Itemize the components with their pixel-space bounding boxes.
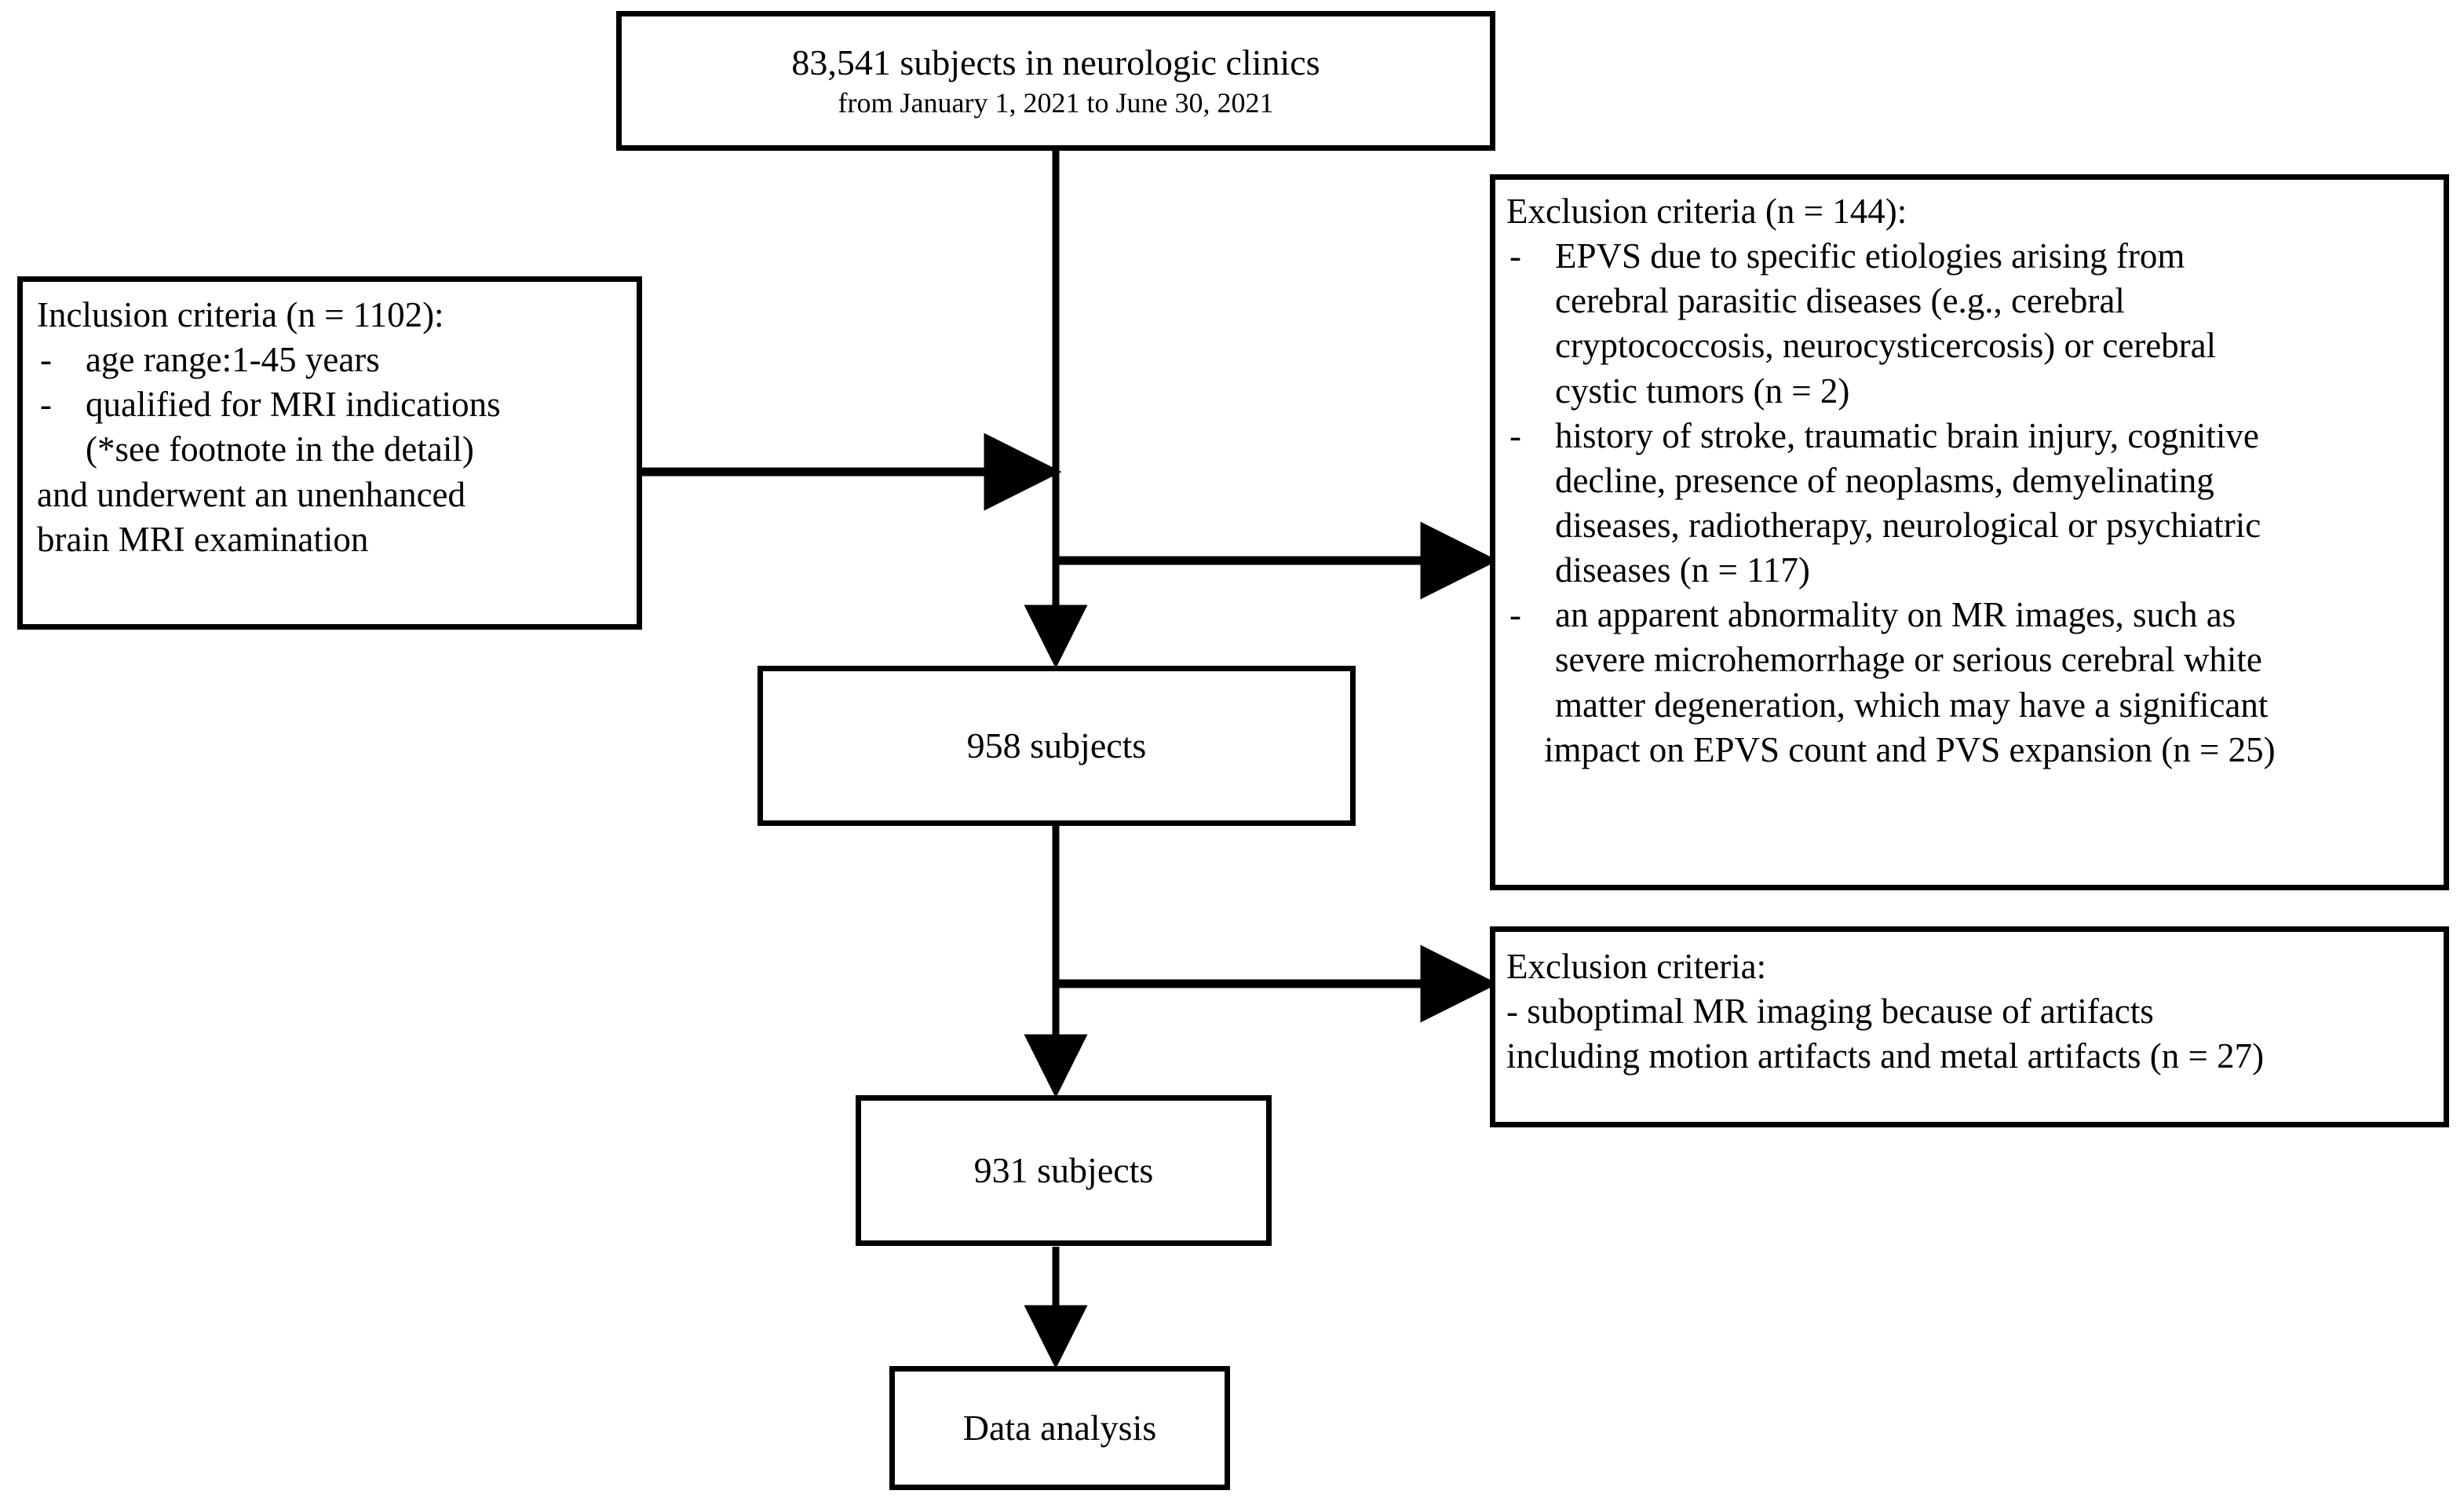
bullet-dash-icon: - [1509,415,1521,455]
cohort-958-label: 958 subjects [966,725,1147,766]
inclusion-criteria-heading: Inclusion criteria (n = 1102): [37,295,444,334]
exclusion-criteria-item-line: cryptococcosis, neurocysticercosis) or c… [1555,326,2217,366]
exclusion-criteria-1-list: - EPVS due to specific etiologies arisin… [1506,234,2437,773]
inclusion-criteria-item-line: and underwent an unenhanced [37,474,466,514]
exclusion-criteria-item-line: cystic tumors (n = 2) [1555,371,1850,411]
bullet-dash-icon: - [40,385,52,425]
exclusion-criteria-2-list: - suboptimal MR imaging because of artif… [1506,989,2437,1079]
bullet-dash-icon: - [1509,595,1521,635]
inclusion-criteria-item-line: (*see footnote in the detail) [86,429,474,469]
node-data-analysis: Data analysis [889,1366,1230,1490]
exclusion-criteria-1-content: Exclusion criteria (n = 144): - EPVS due… [1495,180,2444,773]
exclusion-criteria-item-line: severe microhemorrhage or serious cerebr… [1555,640,2262,680]
exclusion-criteria-item-line: cerebral parasitic diseases (e.g., cereb… [1555,281,2125,321]
exclusion-criteria-item-line: history of stroke, traumatic brain injur… [1555,415,2259,455]
exclusion-criteria-item-line: diseases, radiotherapy, neurological or … [1555,505,2261,545]
exclusion-criteria-2-line: - suboptimal MR imaging because of artif… [1506,992,2154,1032]
inclusion-criteria-item-line: brain MRI examination [37,519,369,559]
exclusion-criteria-1-heading: Exclusion criteria (n = 144): [1506,192,1907,231]
exclusion-criteria-item-line: decline, presence of neoplasms, demyelin… [1555,460,2214,500]
exclusion-criteria-item-line: diseases (n = 117) [1555,550,1810,590]
node-exclusion-criteria-2: Exclusion criteria: - suboptimal MR imag… [1490,926,2449,1127]
node-cohort-931: 931 subjects [856,1095,1272,1246]
exclusion-criteria-item: - an apparent abnormality on MR images, … [1506,593,2437,773]
exclusion-criteria-item-line: impact on EPVS count and PVS expansion (… [1544,729,2276,769]
cohort-931-label: 931 subjects [973,1150,1154,1191]
exclusion-criteria-2-line: including motion artifacts and metal art… [1506,1036,2265,1076]
exclusion-criteria-item-line: matter degeneration, which may have a si… [1555,685,2269,725]
inclusion-criteria-content: Inclusion criteria (n = 1102): - age ran… [23,282,637,562]
exclusion-criteria-2-heading: Exclusion criteria: [1506,947,1767,986]
source-cohort-line2: from January 1, 2021 to June 30, 2021 [838,87,1274,119]
bullet-dash-icon: - [1509,236,1521,276]
inclusion-criteria-item-line: age range:1-45 years [86,340,380,380]
inclusion-criteria-item: - age range:1-45 years [37,338,629,382]
inclusion-criteria-list: - age range:1-45 years - qualified for M… [37,338,629,562]
exclusion-criteria-item-line: an apparent abnormality on MR images, su… [1555,595,2236,635]
data-analysis-label: Data analysis [962,1408,1157,1448]
inclusion-criteria-item-line: qualified for MRI indications [86,385,501,425]
exclusion-criteria-item: - history of stroke, traumatic brain inj… [1506,414,2437,594]
inclusion-criteria-item: - qualified for MRI indications (*see fo… [37,382,629,562]
node-inclusion-criteria: Inclusion criteria (n = 1102): - age ran… [17,276,642,630]
node-source-cohort: 83,541 subjects in neurologic clinics fr… [616,11,1495,151]
exclusion-criteria-item: - EPVS due to specific etiologies arisin… [1506,234,2437,414]
exclusion-criteria-2-content: Exclusion criteria: - suboptimal MR imag… [1495,932,2444,1079]
source-cohort-line1: 83,541 subjects in neurologic clinics [791,42,1320,82]
node-exclusion-criteria-1: Exclusion criteria (n = 144): - EPVS due… [1490,174,2449,890]
bullet-dash-icon: - [40,340,52,380]
node-cohort-958: 958 subjects [757,666,1356,826]
exclusion-criteria-item-line: EPVS due to specific etiologies arising … [1555,236,2185,276]
